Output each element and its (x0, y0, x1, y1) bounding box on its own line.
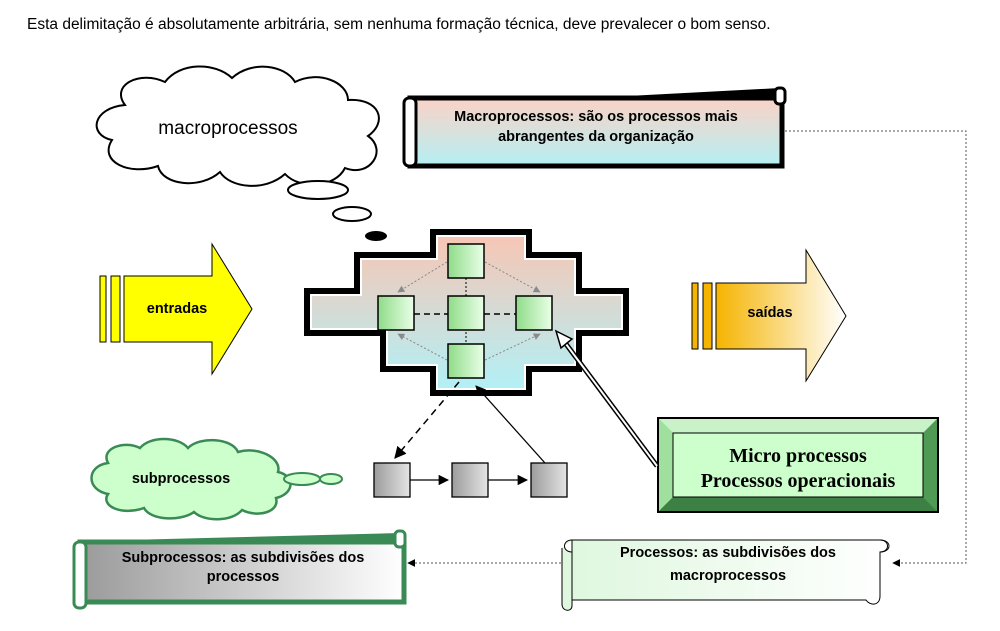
scroll-subprocessos-line1: Subprocessos: as subdivisões dos (122, 550, 365, 566)
scroll-processos-line1: Processos: as subdivisões dos (620, 545, 836, 561)
subprocess-node-2 (451, 462, 489, 498)
cloud-subprocessos-label: subprocessos (132, 471, 230, 487)
scroll-subprocessos-line2: processos (207, 569, 280, 585)
scroll-macroprocessos-line1: Macroprocessos: são os processos mais (454, 109, 738, 125)
arrow-saidas-label: saídas (747, 305, 792, 321)
process-node-right (515, 295, 553, 331)
subprocess-node-1 (373, 462, 411, 498)
process-node-top (447, 243, 485, 279)
scroll-processos (561, 539, 890, 611)
connector-macro-to-processos (785, 130, 967, 567)
box-micro-processos-line2: Processos operacionais (701, 470, 896, 492)
box-micro-processos (657, 417, 939, 513)
cloud-subprocessos (90, 437, 343, 521)
scroll-macroprocessos (402, 86, 787, 169)
scroll-subprocessos (72, 529, 407, 610)
arrow-entradas-label: entradas (147, 301, 207, 317)
scroll-macroprocessos-line2: abrangentes da organização (498, 129, 694, 145)
arrow-entradas (99, 242, 253, 376)
internal-connectors (397, 261, 541, 361)
cloud-macroprocessos-label: macroprocessos (158, 118, 297, 139)
process-node-left (377, 295, 415, 331)
subprocess-node-3 (530, 462, 568, 498)
process-node-center (447, 295, 485, 331)
arrow-micro-to-cross (554, 329, 660, 468)
box-micro-processos-line1: Micro processos (729, 445, 867, 467)
scroll-processos-line2: macroprocessos (670, 568, 786, 584)
process-node-bottom (447, 343, 485, 379)
subprocess-chain (394, 381, 546, 486)
arrow-saidas (691, 248, 847, 383)
cloud-macroprocessos (95, 65, 387, 241)
intro-text: Esta delimitação é absolutamente arbitrá… (27, 16, 771, 33)
